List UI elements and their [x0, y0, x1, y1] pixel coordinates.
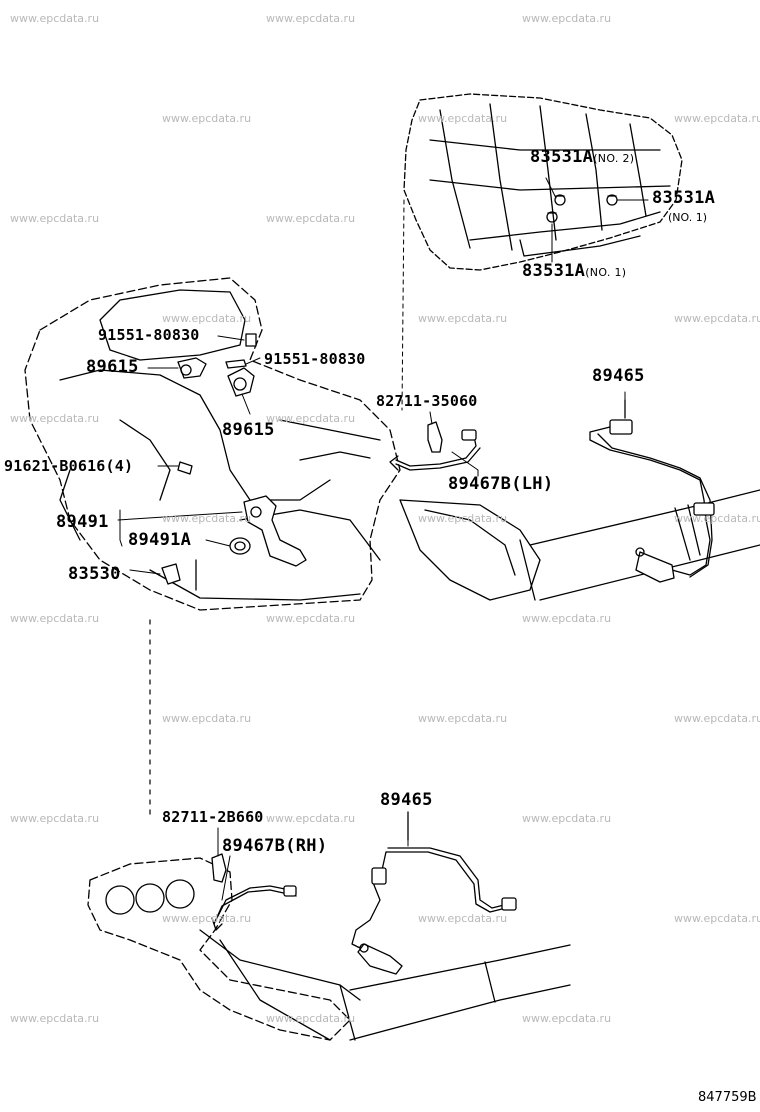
- watermark-text: www.epcdata.ru: [10, 612, 100, 625]
- watermark-text: www.epcdata.ru: [162, 512, 252, 525]
- watermark-text: www.epcdata.ru: [674, 912, 760, 925]
- part-label-89615-bottom[interactable]: 89615: [222, 420, 275, 440]
- part-label-89615-left[interactable]: 89615: [86, 357, 139, 377]
- part-label-91551-80830-mid[interactable]: 91551-80830: [264, 350, 366, 368]
- watermark-text: www.epcdata.ru: [674, 112, 760, 125]
- part-label-91621-b0616[interactable]: 91621-B0616(4): [4, 457, 134, 475]
- watermark-text: www.epcdata.ru: [266, 212, 356, 225]
- oxygen-sensor-89465-upper: [589, 399, 715, 583]
- watermark-text: www.epcdata.ru: [522, 612, 612, 625]
- part-label-89465-top[interactable]: 89465: [592, 366, 645, 386]
- watermark-text: www.epcdata.ru: [674, 312, 760, 325]
- transmission-drawing: [403, 93, 683, 271]
- watermark-text: www.epcdata.ru: [418, 312, 508, 325]
- part-label-note: (NO. 1): [585, 266, 627, 279]
- watermark-text: www.epcdata.ru: [266, 612, 356, 625]
- part-label-82711-2b660[interactable]: 82711-2B660: [162, 808, 264, 826]
- watermark-text: www.epcdata.ru: [266, 412, 356, 425]
- engine-small-parts: [161, 333, 307, 591]
- watermark-text: www.epcdata.ru: [10, 12, 100, 25]
- engine-drawing: [24, 277, 401, 611]
- watermark-text: www.epcdata.ru: [10, 412, 100, 425]
- watermark-text: www.epcdata.ru: [162, 312, 252, 325]
- part-label-83531a-right[interactable]: 83531A: [652, 188, 716, 208]
- watermark-text: www.epcdata.ru: [162, 112, 252, 125]
- watermark-text: www.epcdata.ru: [266, 12, 356, 25]
- part-label-note: (NO. 1): [668, 211, 708, 224]
- transmission-guide-line: [401, 199, 405, 411]
- lower-exhaust-assembly: [87, 857, 571, 1041]
- part-label-89467b-lh[interactable]: 89467B(LH): [448, 474, 554, 494]
- watermark-text: www.epcdata.ru: [418, 512, 508, 525]
- part-label-89491a[interactable]: 89491A: [128, 530, 192, 550]
- watermark-text: www.epcdata.ru: [418, 912, 508, 925]
- watermark-text: www.epcdata.ru: [266, 812, 356, 825]
- part-label-89465-bottom[interactable]: 89465: [380, 790, 433, 810]
- leader-lines: [117, 177, 649, 901]
- part-label-89491[interactable]: 89491: [56, 512, 109, 532]
- part-label-82711-35060[interactable]: 82711-35060: [376, 392, 478, 410]
- oxygen-sensor-89465-lower: [351, 811, 517, 975]
- watermark-text: www.epcdata.ru: [522, 1012, 612, 1025]
- part-label-83531a-no2[interactable]: 83531A(NO. 2): [530, 147, 635, 167]
- part-label-note: (NO. 2): [593, 152, 635, 165]
- watermark-text: www.epcdata.ru: [10, 212, 100, 225]
- part-label-89467b-rh[interactable]: 89467B(RH): [222, 836, 328, 856]
- diagram-reference-code: 847759B: [698, 1090, 757, 1105]
- watermark-text: www.epcdata.ru: [674, 512, 760, 525]
- watermark-text: www.epcdata.ru: [418, 712, 508, 725]
- part-label-91551-80830-top[interactable]: 91551-80830: [98, 326, 200, 344]
- sensor-89467b-rh-drawing: [211, 853, 297, 931]
- watermark-text: www.epcdata.ru: [522, 812, 612, 825]
- watermark-text: www.epcdata.ru: [162, 912, 252, 925]
- sensor-89467b-lh-drawing: [389, 421, 481, 477]
- part-label-83531a-bottom[interactable]: 83531A(NO. 1): [522, 261, 627, 281]
- watermark-text: www.epcdata.ru: [162, 712, 252, 725]
- watermark-text: www.epcdata.ru: [522, 12, 612, 25]
- watermark-text: www.epcdata.ru: [266, 1012, 356, 1025]
- watermark-text: www.epcdata.ru: [10, 1012, 100, 1025]
- watermark-text: www.epcdata.ru: [674, 712, 760, 725]
- watermark-text: www.epcdata.ru: [418, 112, 508, 125]
- watermark-text: www.epcdata.ru: [10, 812, 100, 825]
- part-label-83530[interactable]: 83530: [68, 564, 121, 584]
